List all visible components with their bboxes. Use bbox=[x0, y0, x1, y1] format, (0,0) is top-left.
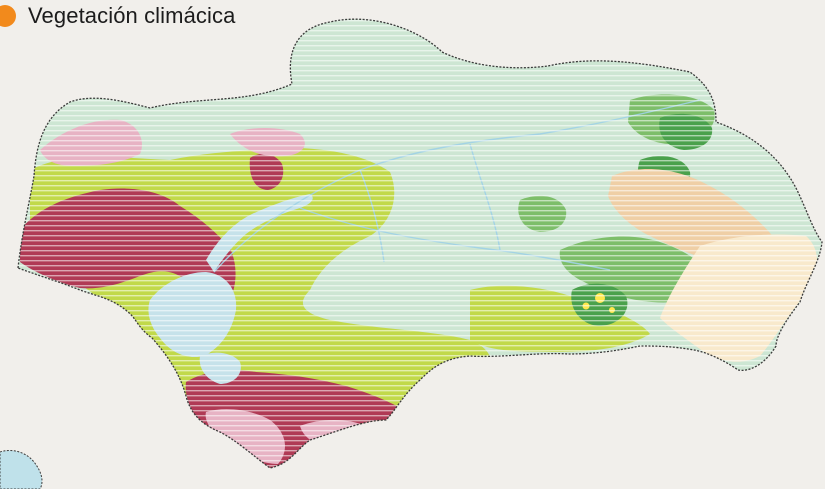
map-title-text: Vegetación climácica bbox=[28, 3, 236, 28]
coast-fragment-southwest bbox=[0, 449, 43, 489]
title-marker-icon bbox=[0, 5, 16, 27]
map-title: Vegetación climácica bbox=[0, 0, 235, 32]
region-outline bbox=[17, 18, 823, 469]
